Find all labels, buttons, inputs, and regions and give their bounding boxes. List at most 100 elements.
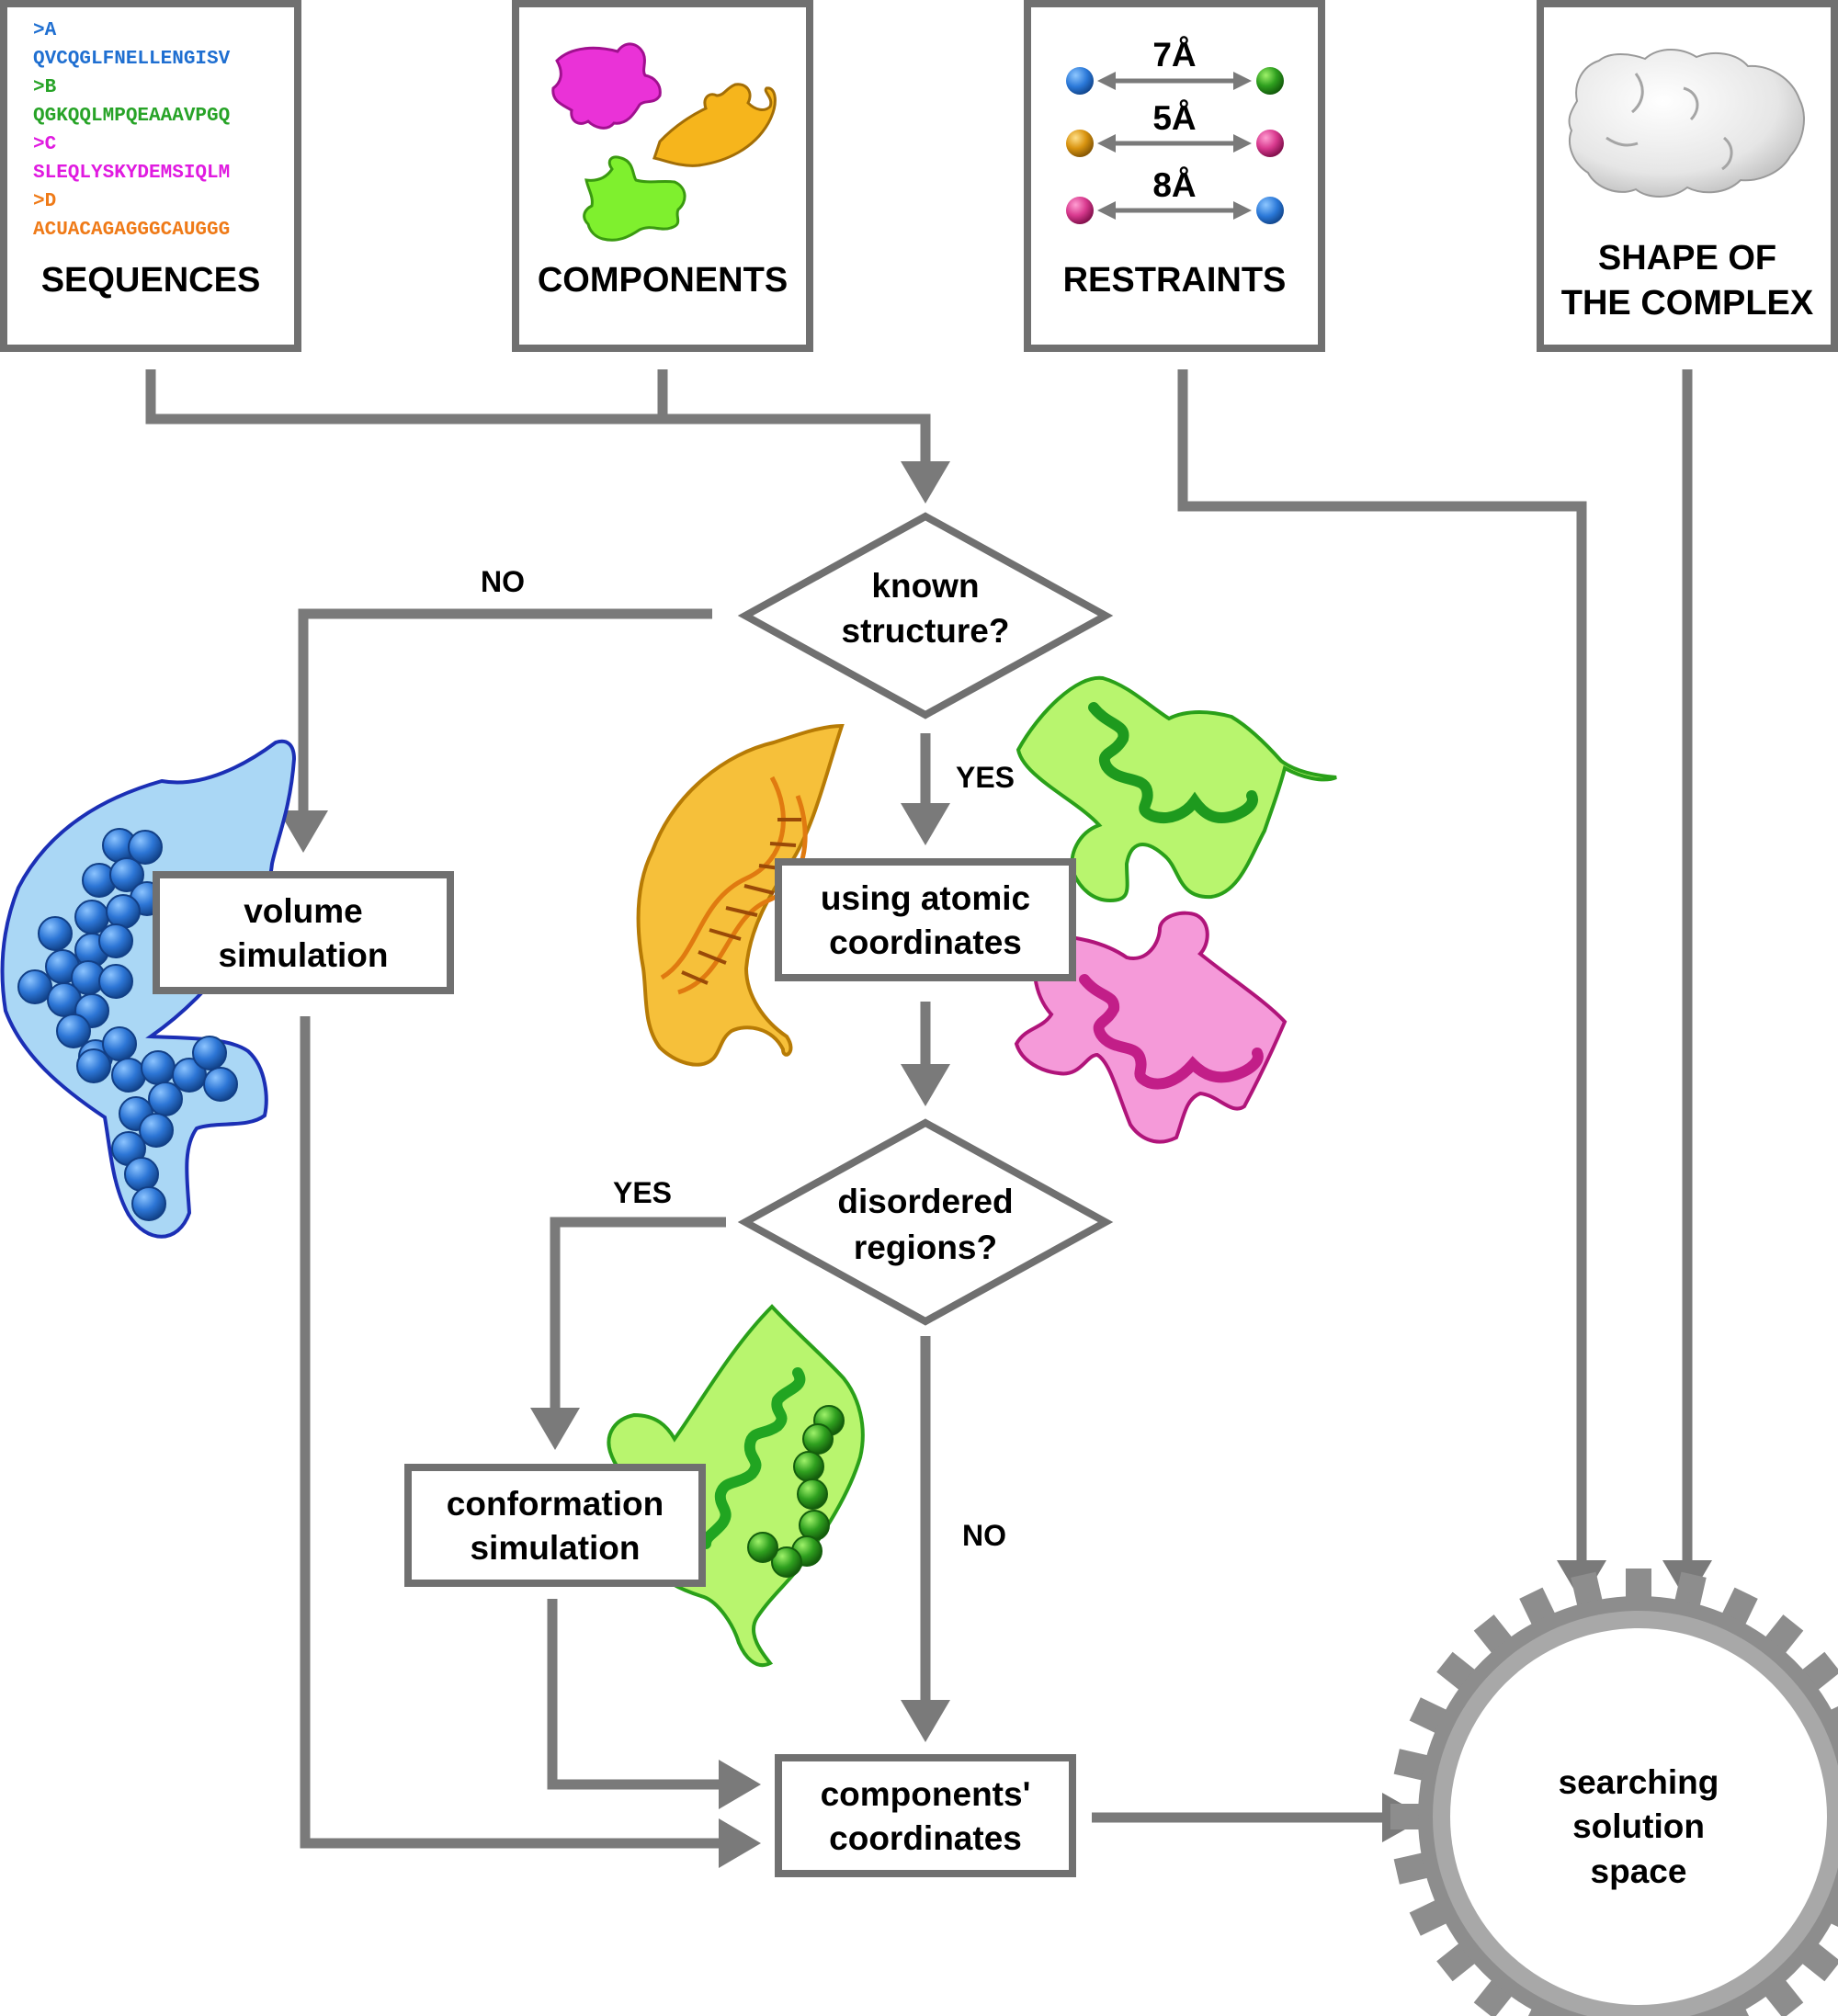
restraints-panel: 7Å 5Å 8Å RESTRAINTS [1024, 0, 1325, 352]
bead [141, 1050, 176, 1085]
bead [109, 857, 144, 892]
bead [76, 1048, 111, 1083]
bead [128, 830, 163, 865]
blue-bead-icon [1066, 67, 1094, 95]
dna-piece-illustration [636, 723, 845, 1067]
arrowhead [1097, 201, 1116, 220]
sequence-line: >D [33, 191, 56, 212]
arrowhead [901, 1700, 950, 1742]
bead [771, 1546, 802, 1578]
pink-piece-envelope-icon [1014, 911, 1288, 1144]
distance-label: 8Å [1152, 166, 1196, 204]
connector-volume-to-coordinates [300, 1016, 722, 1849]
distance-label: 5Å [1152, 99, 1196, 137]
components-coordinates-box: components' coordinates [775, 1754, 1076, 1877]
bead [797, 1478, 828, 1510]
sequence-line: >B [33, 77, 57, 98]
shape-title-line2: THE COMPLEX [1561, 284, 1814, 323]
volume-simulation-box: volume simulation [153, 871, 454, 994]
known-no-label: NO [481, 565, 525, 598]
pink-protein-piece-illustration [1014, 911, 1288, 1144]
search-gear: searching solution space [1390, 1569, 1838, 2016]
decision-label-line1: known [871, 567, 979, 605]
arrowhead [278, 810, 328, 853]
sequences-panel: >A QVCQGLFNELLENGISV >B QGKQQLMPQEAAAVPG… [0, 0, 301, 352]
known-structure-decision: known structure? [737, 512, 1114, 719]
bead-chain [747, 1405, 845, 1578]
arrowhead [530, 1408, 580, 1450]
gear-center [1450, 1628, 1827, 2005]
bead [148, 1082, 183, 1116]
connectors [145, 369, 1712, 1868]
process-box [153, 871, 454, 994]
arrowhead [901, 1064, 950, 1106]
connector-inputs-to-known [145, 369, 931, 463]
connector-known-no [298, 608, 712, 812]
blue-bead-icon [1256, 197, 1284, 224]
arrowhead [901, 803, 950, 845]
puzzle-piece-green-icon [583, 155, 686, 242]
arrowhead [1233, 201, 1252, 220]
bead [124, 1157, 159, 1192]
arrowhead [1097, 72, 1116, 90]
bead [747, 1532, 778, 1563]
connector-restraints-to-search [1177, 369, 1587, 1564]
decision-diamond [737, 1118, 1114, 1326]
search-label-line1: searching [1559, 1763, 1719, 1801]
bead [17, 969, 52, 1004]
atomic-coordinates-box: using atomic coordinates [775, 858, 1076, 981]
conformation-simulation-box: conformation simulation [404, 1464, 706, 1587]
disordered-no-label: NO [962, 1519, 1006, 1552]
sequence-line: SLEQLYSKYDEMSIQLM [33, 163, 230, 184]
green-protein-piece-illustration [1015, 675, 1337, 903]
bead [111, 1058, 146, 1093]
bead [793, 1451, 824, 1482]
box-label-line2: simulation [218, 936, 388, 974]
box-label-line1: components' [821, 1775, 1031, 1813]
puzzle-piece-magenta-icon [551, 42, 662, 130]
sequences-box [0, 0, 301, 352]
sequence-line: >C [33, 134, 57, 155]
shape-title-line1: SHAPE OF [1598, 239, 1776, 277]
bead [203, 1067, 238, 1102]
bead [131, 1186, 166, 1221]
restraints-title: RESTRAINTS [1063, 261, 1287, 300]
sequence-line: >A [33, 20, 57, 41]
complex-shape-map-icon [1568, 49, 1805, 198]
box-label-line2: coordinates [829, 923, 1022, 961]
bead [98, 964, 133, 999]
arrowhead [901, 461, 950, 504]
decision-label-line2: structure? [842, 612, 1010, 650]
box-label-line1: conformation [447, 1485, 664, 1523]
alpha-helix-icon [1079, 974, 1264, 1090]
known-yes-label: YES [956, 761, 1015, 794]
process-box [404, 1464, 706, 1587]
dna-envelope-icon [636, 723, 845, 1067]
puzzle-piece-orange-icon [652, 83, 777, 167]
double-helix-icon [660, 776, 808, 995]
components-panel: COMPONENTS [512, 0, 813, 352]
arrowhead [719, 1818, 761, 1868]
bead [799, 1510, 830, 1541]
search-label-line3: space [1591, 1852, 1687, 1890]
box-label-line1: using atomic [821, 879, 1030, 917]
bead [56, 1014, 91, 1048]
bead [98, 923, 133, 958]
decision-label-line1: disordered [837, 1183, 1013, 1220]
bead [802, 1423, 834, 1455]
sequence-line: QGKQQLMPQEAAAVPGQ [33, 106, 230, 127]
distance-label: 7Å [1152, 36, 1196, 74]
search-label-line2: solution [1572, 1807, 1705, 1845]
box-label-line2: simulation [470, 1529, 640, 1567]
shape-contour [1605, 73, 1733, 171]
arrowhead [1097, 134, 1116, 153]
process-box [775, 1754, 1076, 1877]
green-bead-icon [1256, 67, 1284, 95]
pink-bead-icon [1256, 130, 1284, 157]
shape-panel: SHAPE OF THE COMPLEX [1537, 0, 1838, 352]
pink-bead-icon [1066, 197, 1094, 224]
alpha-helix-icon [700, 1367, 806, 1549]
arrowhead [719, 1760, 761, 1809]
bead [38, 916, 73, 951]
bead [102, 1026, 137, 1061]
